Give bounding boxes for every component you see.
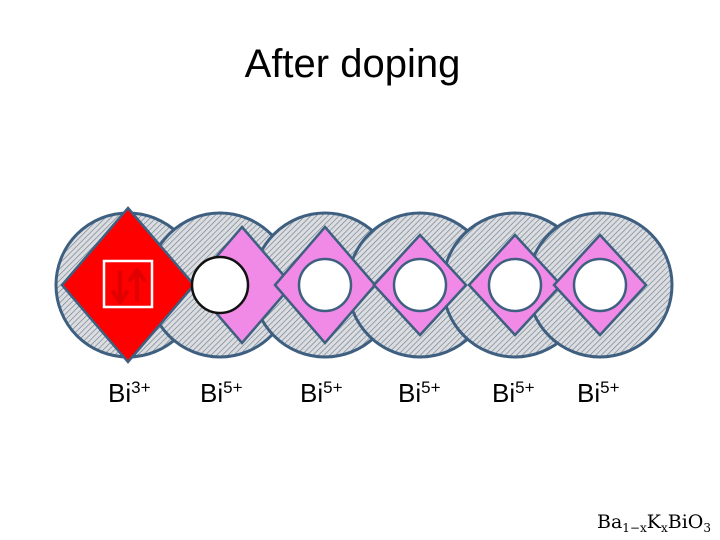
empty-orbital-6 [574, 259, 626, 311]
formula-rest: BiO [668, 511, 704, 533]
sites-layer [56, 208, 672, 362]
empty-orbital-4 [394, 259, 446, 311]
site-element: Bi [108, 378, 131, 408]
formula-sub2: x [661, 521, 668, 535]
site-charge: 5+ [515, 378, 534, 397]
site-label-4: Bi5+ [398, 378, 441, 409]
formula-sub3: 3 [703, 521, 711, 535]
site-element: Bi [300, 378, 323, 408]
empty-orbital-5 [489, 259, 541, 311]
site-charge: 5+ [323, 378, 342, 397]
site-label-5: Bi5+ [492, 378, 535, 409]
site-charge: 3+ [131, 378, 150, 397]
site-charge: 5+ [223, 378, 242, 397]
empty-orbital-3 [299, 259, 351, 311]
site-label-2: Bi5+ [200, 378, 243, 409]
site-charge: 5+ [421, 378, 440, 397]
formula-dopant: K [647, 511, 661, 533]
formula-sub1: 1−x [622, 521, 646, 535]
site-label-1: Bi3+ [108, 378, 151, 409]
empty-orbital-2 [192, 257, 248, 313]
site-element: Bi [492, 378, 515, 408]
site-element: Bi [398, 378, 421, 408]
chemical-formula: Ba1−xKxBiO3 [597, 511, 711, 533]
site-element: Bi [200, 378, 223, 408]
formula-base: Ba [597, 511, 622, 533]
site-element: Bi [577, 378, 600, 408]
site-label-6: Bi5+ [577, 378, 620, 409]
site-label-3: Bi5+ [300, 378, 343, 409]
site-charge: 5+ [600, 378, 619, 397]
electron-pair-box [104, 261, 152, 307]
